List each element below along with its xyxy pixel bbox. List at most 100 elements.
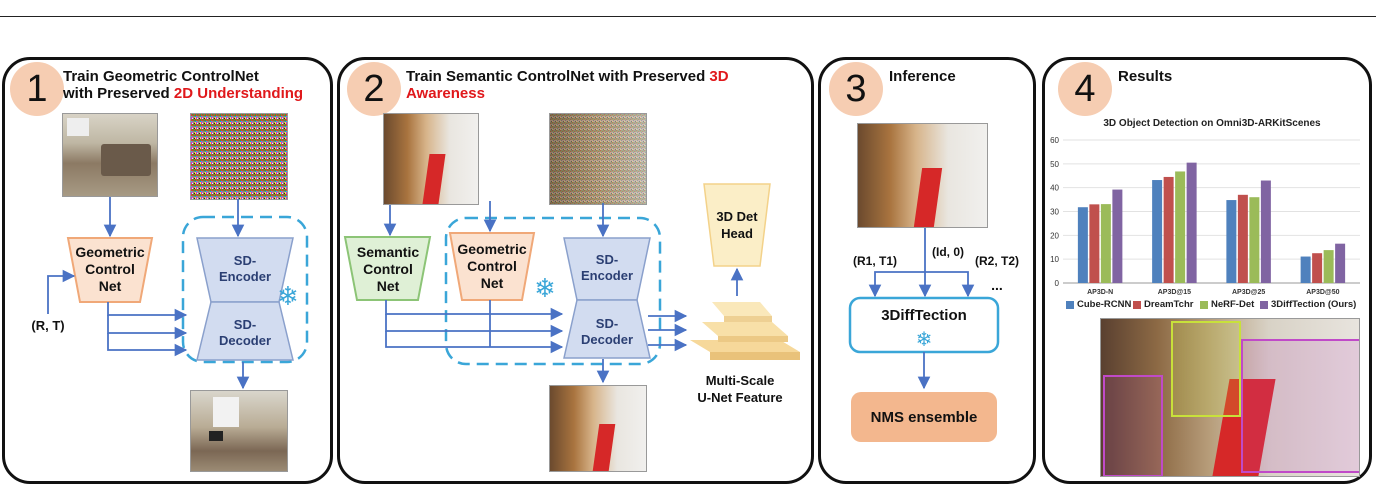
legend-item: Cube-RCNN <box>1066 299 1131 310</box>
sd-encoder-2-label: SD-Encoder <box>581 252 633 283</box>
step-2-badge: 2 <box>347 62 401 116</box>
noise-image-kitchen <box>549 113 647 205</box>
bar <box>1300 256 1311 283</box>
sd-decoder-2-label: SD-Decoder <box>581 316 633 347</box>
output-image-livingroom <box>190 390 288 472</box>
bar <box>1249 197 1260 283</box>
y-tick-label: 60 <box>1050 136 1059 145</box>
legend-swatch <box>1066 300 1074 309</box>
feature-layer-2-side <box>718 336 788 342</box>
pose-label-r1: (R1, T1) <box>853 254 897 268</box>
bar <box>1077 207 1088 283</box>
arrow <box>107 333 188 357</box>
arrow <box>385 314 564 338</box>
detection-box-green <box>1171 321 1241 417</box>
geometric-control-net-1 <box>66 237 154 303</box>
y-tick-label: 20 <box>1050 231 1059 240</box>
snowflake-icon: ❄ <box>916 329 933 351</box>
arrow <box>107 315 188 340</box>
bar <box>1237 194 1248 283</box>
x-tick-label: AP3D@15 <box>1158 289 1191 296</box>
snowflake-icon: ❄ <box>277 281 299 311</box>
multi-scale-feature-stack <box>690 302 800 360</box>
y-tick-label: 10 <box>1050 255 1059 264</box>
ellipsis: ... <box>991 277 1003 293</box>
panel-2-title: Train Semantic ControlNet with Preserved… <box>406 68 729 102</box>
legend-item: DreamTchr <box>1133 299 1193 310</box>
legend-item: NeRF-Det <box>1200 299 1254 310</box>
chart-bars <box>1077 162 1346 283</box>
output-image-kitchen <box>549 385 647 472</box>
result-image-detections <box>1100 318 1360 477</box>
bar <box>1100 204 1111 283</box>
y-tick-label: 30 <box>1050 208 1059 217</box>
panel-1-title: Train Geometric ControlNet with Preserve… <box>63 68 304 102</box>
frozen-sd-region-2 <box>444 216 662 366</box>
step-1-badge: 1 <box>10 62 64 116</box>
detection-box-purple <box>1241 339 1359 473</box>
bar <box>1186 162 1197 283</box>
y-tick-label: 0 <box>1055 279 1060 288</box>
sd-decoder-1-label: SD-Decoder <box>219 317 271 348</box>
bar <box>1312 253 1323 283</box>
bar <box>1226 200 1237 283</box>
geometric-control-net-2 <box>448 232 536 301</box>
feature-layer-2 <box>702 322 788 336</box>
feature-layer-1-side <box>724 316 772 322</box>
bar <box>1335 243 1346 283</box>
feature-layer-1 <box>712 302 772 316</box>
arrow <box>47 269 76 314</box>
sofa-shape <box>101 144 151 176</box>
pose-label-r2: (R2, T2) <box>975 254 1019 268</box>
panel-4-title: Results <box>1118 68 1173 85</box>
input-image-kitchen <box>383 113 479 205</box>
frozen-sd-region-1 <box>181 215 309 364</box>
3difftection-label: 3DiffTection <box>881 307 967 324</box>
arrow <box>868 271 925 298</box>
sd-decoder-1 <box>196 301 294 361</box>
legend-swatch <box>1200 300 1208 309</box>
results-chart: 3D Object Detection on Omni3D-ARKitScene… <box>1050 118 1360 296</box>
bar <box>1152 180 1163 283</box>
y-tick-label: 50 <box>1050 160 1059 169</box>
step-3-badge: 3 <box>829 62 883 116</box>
snowflake-icon: ❄ <box>534 273 556 303</box>
step-4-badge: 4 <box>1058 62 1112 116</box>
y-tick-label: 40 <box>1050 184 1059 193</box>
top-rule <box>0 16 1376 17</box>
arrow <box>385 331 564 354</box>
detection-box-purple-left <box>1103 375 1163 476</box>
bar <box>1323 250 1334 283</box>
pose-label-id: (Id, 0) <box>932 245 964 259</box>
tv-shape <box>209 431 223 441</box>
nms-ensemble-box <box>851 392 997 442</box>
window-shape <box>67 118 89 136</box>
legend-swatch <box>1260 300 1268 309</box>
legend-item: 3DiffTection (Ours) <box>1260 299 1356 310</box>
bar <box>1112 189 1123 283</box>
bar <box>1175 171 1186 283</box>
window-shape <box>213 397 239 427</box>
feature-layer-3-side <box>710 352 800 360</box>
sd-encoder-1-label: SD-Encoder <box>219 253 271 284</box>
pose-label-1: (R, T) <box>31 318 64 333</box>
input-image-livingroom <box>62 113 158 197</box>
legend-swatch <box>1133 300 1141 309</box>
3d-det-head <box>703 183 771 267</box>
feature-layer-3 <box>690 340 800 352</box>
noise-image-1 <box>190 113 288 200</box>
panel-3-title: Inference <box>889 68 956 85</box>
bar <box>1089 204 1100 283</box>
nms-ensemble-label: NMS ensemble <box>871 409 978 426</box>
arrow <box>925 271 975 298</box>
chart-title: 3D Object Detection on Omni3D-ARKitScene… <box>1103 118 1321 129</box>
bar <box>1260 180 1271 283</box>
sd-decoder-2 <box>563 299 651 359</box>
